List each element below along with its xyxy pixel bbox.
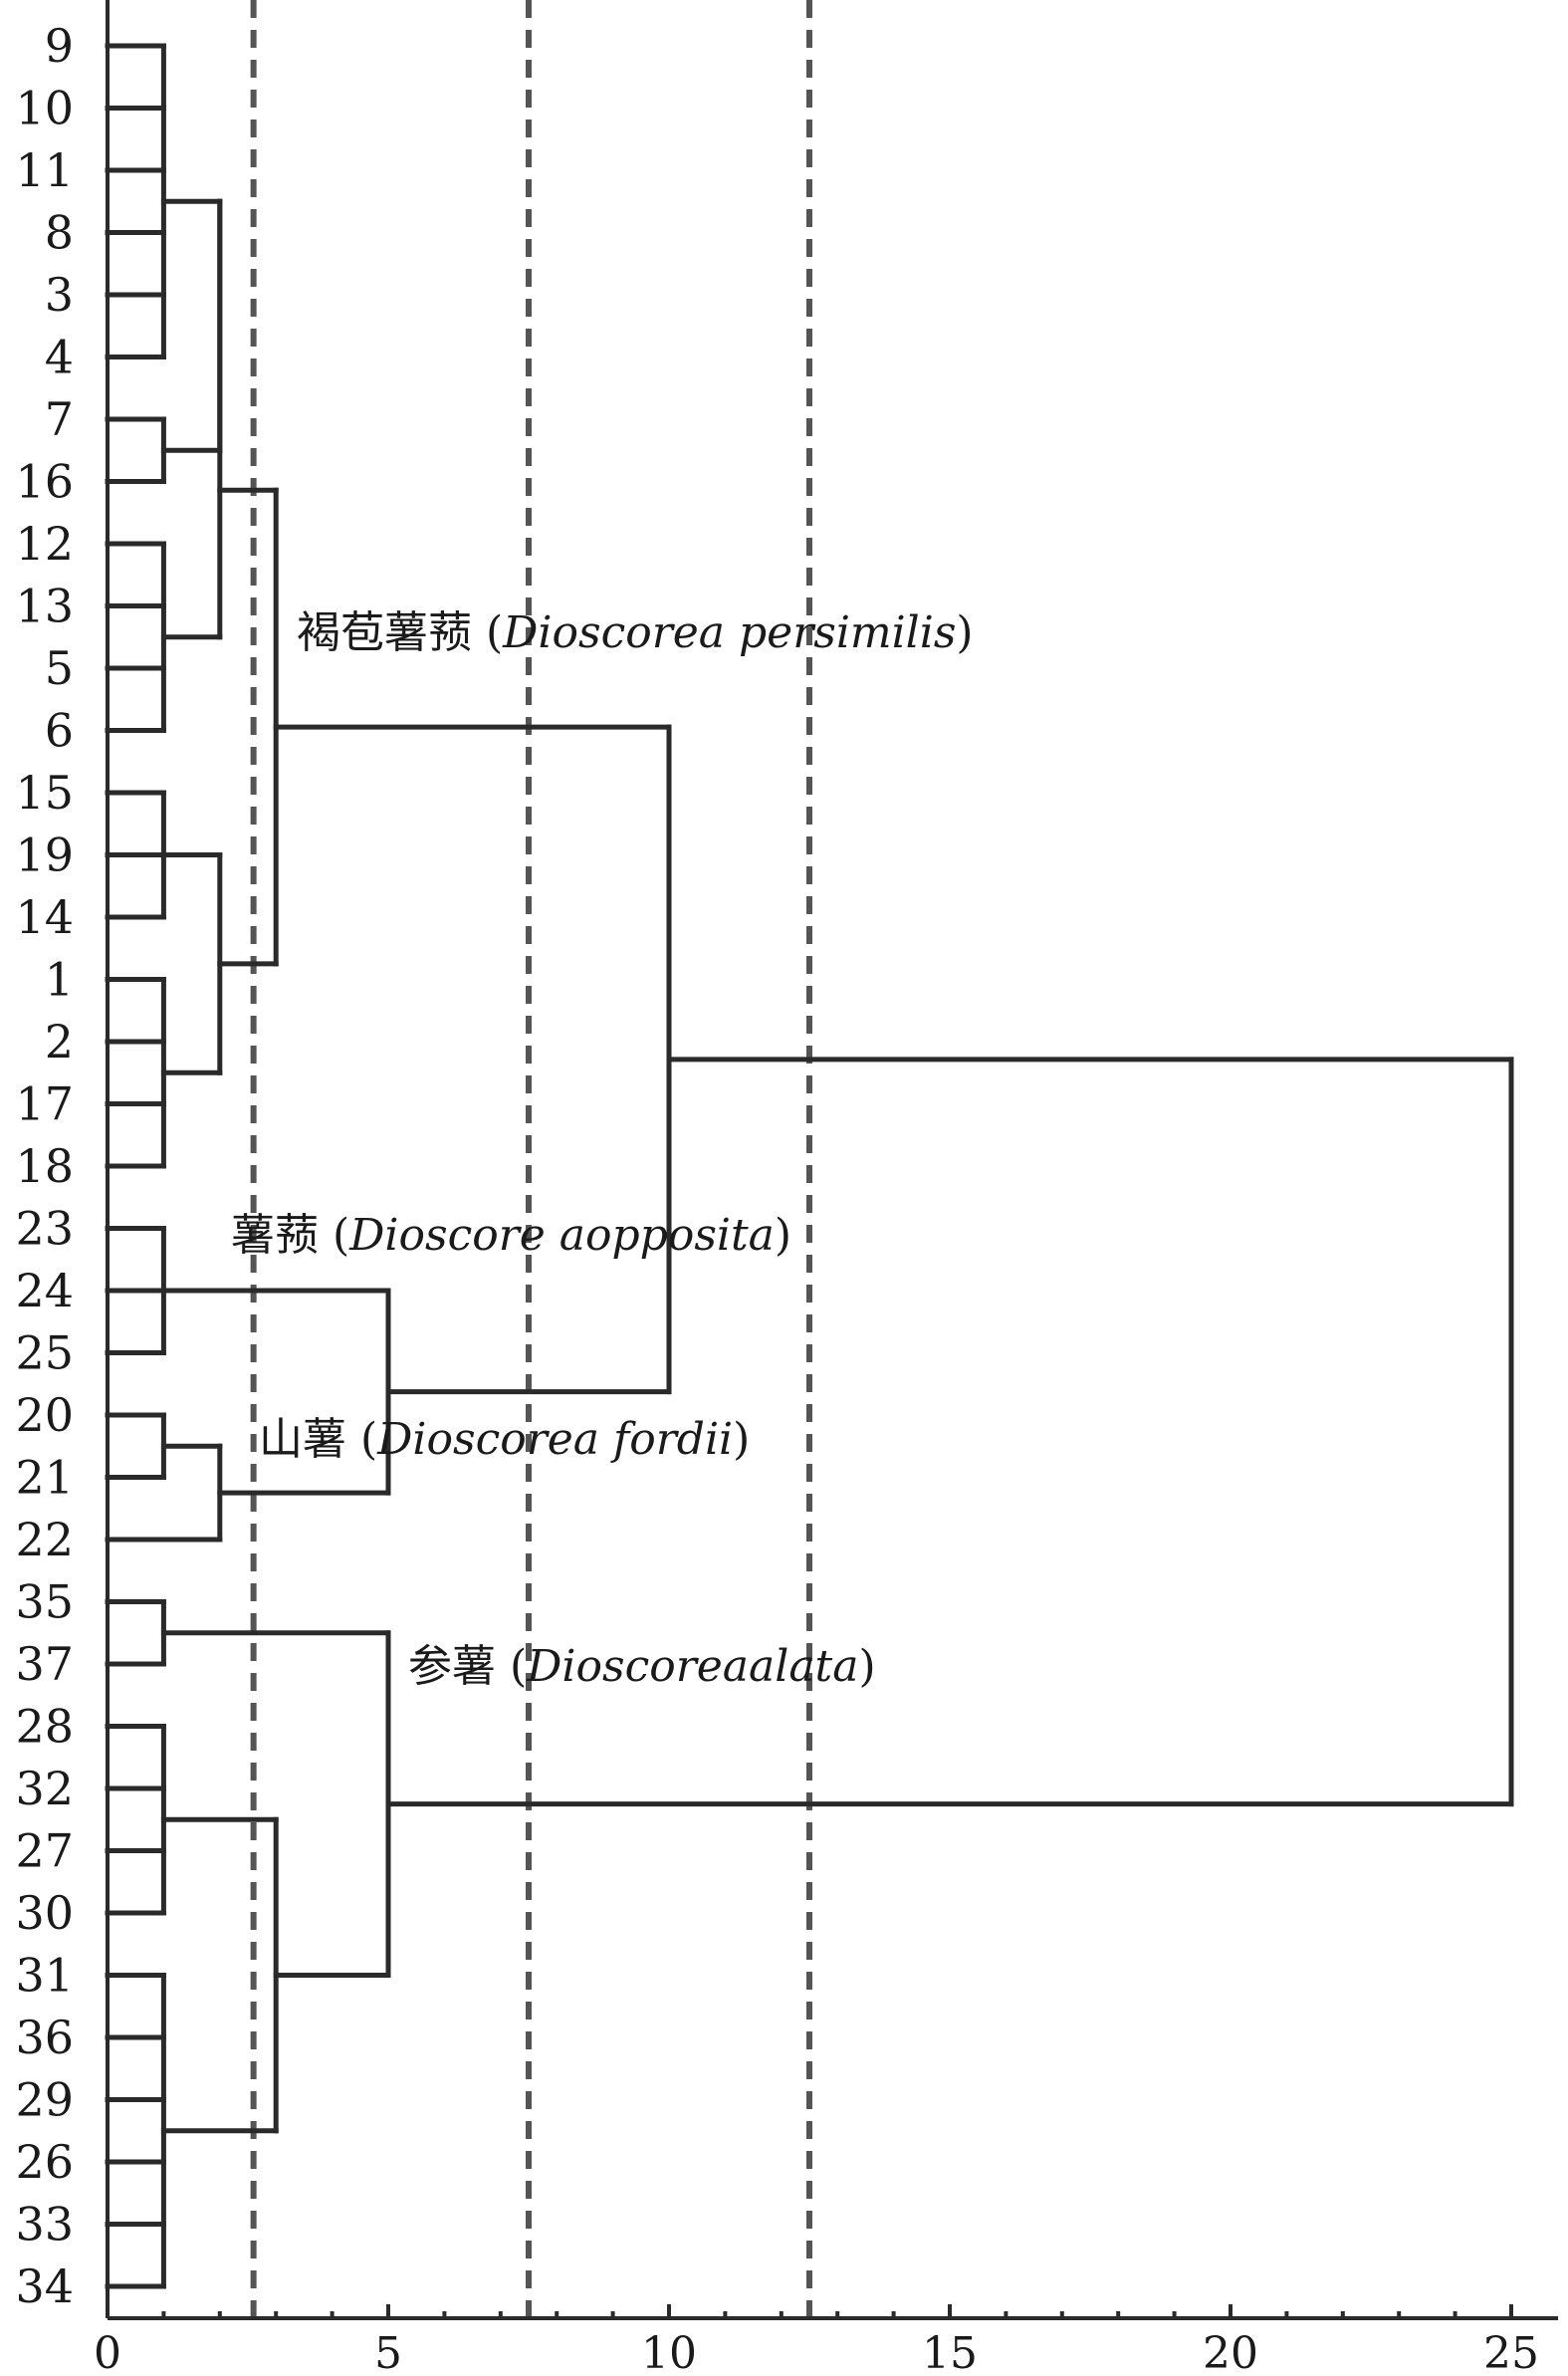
leaf-label-31: 31: [15, 1949, 74, 2003]
leaf-label-23: 23: [15, 1202, 74, 1256]
leaf-label-29: 29: [15, 2073, 74, 2127]
leaf-label-22: 22: [15, 1513, 74, 1566]
annotation-opposita: 薯蓣 (Dioscore aopposita): [231, 1210, 791, 1261]
leaf-label-10: 10: [15, 82, 74, 135]
leaf-label-32: 32: [15, 1762, 74, 1815]
x-tick-label-20: 20: [1203, 2328, 1258, 2376]
x-axis: 0 5 10 15 20 25: [94, 0, 1558, 2376]
leaf-label-34: 34: [15, 2259, 74, 2313]
annotation-fordii: 山薯 (Dioscorea fordii): [259, 1414, 750, 1465]
leaf-label-26: 26: [15, 2135, 74, 2189]
leaf-label-36: 36: [15, 2011, 74, 2064]
leaf-label-17: 17: [15, 1077, 74, 1131]
leaf-label-35: 35: [15, 1575, 74, 1629]
leaf-label-11: 11: [15, 143, 74, 197]
leaf-label-24: 24: [15, 1264, 74, 1317]
leaf-label-37: 37: [15, 1637, 74, 1691]
leaf-label-33: 33: [15, 2198, 74, 2252]
leaf-label-20: 20: [15, 1388, 74, 1442]
leaf-label-27: 27: [15, 1824, 74, 1878]
leaf-label-30: 30: [15, 1886, 74, 1940]
leaf-label-12: 12: [15, 517, 74, 571]
leaf-label-13: 13: [15, 580, 74, 633]
leaf-label-4: 4: [45, 331, 74, 384]
leaf-label-25: 25: [15, 1326, 74, 1380]
leaf-label-1: 1: [45, 953, 74, 1007]
leaf-label-14: 14: [15, 890, 74, 944]
cut-lines: [250, 0, 812, 2318]
leaf-label-8: 8: [45, 206, 74, 260]
leaf-label-5: 5: [45, 641, 74, 695]
leaf-label-6: 6: [45, 704, 74, 758]
leaf-labels: 9101183471612135615191412171823242520212…: [15, 19, 74, 2313]
leaf-label-16: 16: [15, 455, 74, 509]
x-tick-label-25: 25: [1483, 2328, 1539, 2376]
annotation-persimilis: 褐苞薯蓣 (Dioscorea persimilis): [297, 607, 974, 658]
leaf-label-7: 7: [45, 392, 74, 446]
leaf-label-18: 18: [15, 1139, 74, 1193]
leaf-label-19: 19: [15, 829, 74, 882]
x-tick-label-15: 15: [922, 2328, 978, 2376]
dendrogram-branches: [105, 43, 1514, 2289]
leaf-label-28: 28: [15, 1700, 74, 1754]
annotation-alata: 参薯 (Dioscoreaalata): [408, 1641, 876, 1692]
x-tick-label-5: 5: [374, 2328, 402, 2376]
leaf-label-3: 3: [45, 268, 74, 322]
leaf-label-2: 2: [45, 1015, 74, 1069]
x-tick-label-10: 10: [641, 2328, 697, 2376]
leaf-label-21: 21: [15, 1451, 74, 1505]
x-tick-label-0: 0: [94, 2328, 121, 2376]
leaf-label-15: 15: [15, 766, 74, 820]
leaf-label-9: 9: [45, 19, 74, 73]
